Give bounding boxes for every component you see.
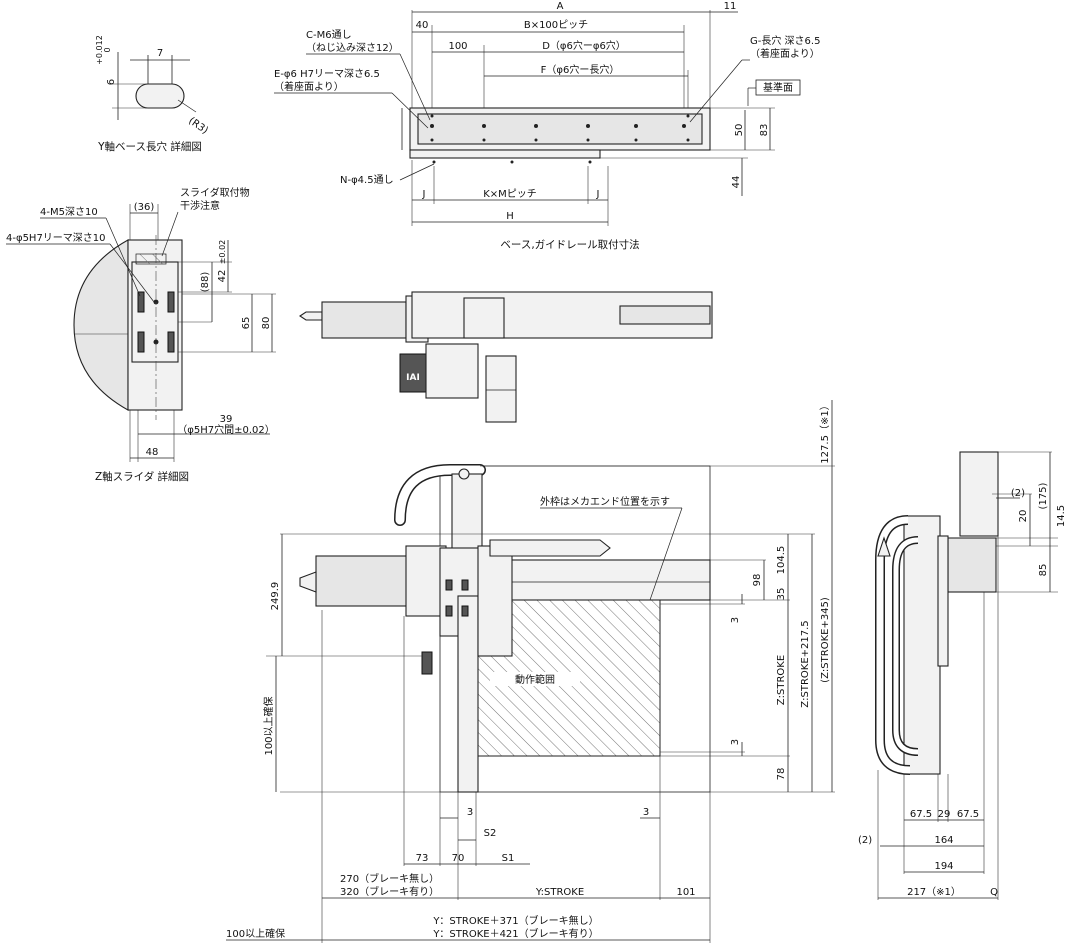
- dim-3-top: 3: [730, 617, 741, 623]
- dim-h: H: [506, 211, 514, 222]
- iai-logo: IAI: [406, 373, 420, 383]
- z-slider-title: Z軸スライダ 詳細図: [95, 470, 189, 483]
- base-rail-mount-view: A 40 11 B×100ピッチ 100 D（φ6穴ーφ6穴） F（φ6穴ー長穴…: [274, 1, 820, 251]
- dim-67-5-right: 67.5: [957, 809, 979, 820]
- dim-z-stroke: Z:STROKE: [776, 655, 787, 705]
- dim-65: 65: [241, 317, 252, 330]
- dim-85: 85: [1038, 564, 1049, 577]
- dim-70: 70: [452, 853, 465, 864]
- slot-length-label: 7: [157, 48, 163, 59]
- motion-range-label: 動作範囲: [515, 673, 555, 686]
- dim-z-stroke-345: (Z:STROKE+345): [820, 597, 831, 683]
- base-rail-title: ベース,ガイドレール取付寸法: [500, 238, 639, 251]
- dim-88: (88): [200, 272, 211, 293]
- note-g-seat: （着座面より）: [750, 47, 820, 60]
- dim-3-mid: 3: [730, 739, 741, 745]
- dim-s2: S2: [484, 828, 497, 839]
- note-pin: 4-φ5H7リーマ深さ10: [6, 232, 106, 244]
- ref-surface-box: [755, 79, 801, 96]
- dim-67-5-left: 67.5: [910, 809, 932, 820]
- dim-total-no-brake: Y：STROKE＋371（ブレーキ無し）: [432, 914, 598, 927]
- dim-d: D（φ6穴ーφ6穴）: [542, 39, 626, 52]
- note-n-through: N-φ4.5通し: [340, 174, 394, 186]
- dim-2-top: (2): [1011, 488, 1025, 499]
- slot-width-label: 6: [106, 79, 117, 85]
- dim-29: 29: [938, 809, 951, 820]
- note-e-pin: E-φ6 H7リーマ深さ6.5: [274, 68, 380, 80]
- dim-164: 164: [934, 835, 953, 846]
- dim-3-bottom-left: 3: [467, 807, 473, 818]
- dim-48: 48: [146, 447, 159, 458]
- dim-f: F（φ6穴ー長穴）: [541, 63, 620, 76]
- dim-b-pitch: B×100ピッチ: [524, 19, 588, 31]
- dim-83: 83: [759, 124, 770, 137]
- dim-s1: S1: [502, 853, 515, 864]
- dim-42: 42: [217, 270, 228, 283]
- slot-radius-label: (R3): [186, 115, 210, 136]
- dim-20: 20: [1018, 510, 1029, 523]
- dim-78: 78: [776, 768, 787, 781]
- dim-249-9: 249.9: [270, 582, 281, 611]
- note-interfere2: 干渉注意: [180, 199, 220, 212]
- dim-j-left: J: [422, 189, 426, 200]
- dim-175: (175): [1038, 482, 1049, 509]
- dim-320: 320（ブレーキ有り）: [340, 885, 439, 898]
- dim-35: 35: [776, 588, 787, 601]
- slot-tol-plus: +0.012: [95, 35, 104, 65]
- slot-detail-title: Y軸ベース長穴 詳細図: [97, 140, 202, 153]
- side-view: (2) 20 (175) 14.5 85 67.5 29 67.5 (2) 16…: [858, 451, 1067, 900]
- dim-217: 217（※1）: [907, 886, 961, 898]
- dim-total-brake: Y：STROKE＋421（ブレーキ有り）: [432, 927, 598, 940]
- dim-36: (36): [134, 202, 155, 213]
- note-m5: 4-M5深さ10: [40, 206, 98, 218]
- note-g-slot: G-長穴 深さ6.5: [750, 34, 820, 47]
- dim-y-stroke: Y:STROKE: [535, 887, 584, 898]
- front-view: 動作範囲 外枠はメカエンド位置を示す: [226, 400, 835, 943]
- dim-104-5: 104.5: [776, 546, 787, 575]
- dim-39: 39: [220, 414, 233, 425]
- note-interfere: スライダ取付物: [180, 186, 250, 199]
- note-c-depth: （ねじ込み深さ12）: [306, 42, 399, 54]
- dim-101: 101: [676, 887, 695, 898]
- z-slider-detail: (36) (88) 42 ±0.02 65 80 39 （φ5H7穴間±0.02…: [6, 186, 276, 483]
- dim-a: A: [557, 1, 564, 12]
- dim-100-clear-v: 100以上確保: [262, 696, 275, 755]
- dim-40: 40: [416, 20, 429, 31]
- dim-k-pitch: K×Mピッチ: [483, 188, 537, 200]
- note-e-seat: （着座面より）: [274, 80, 344, 93]
- dim-3-bottom-right: 3: [643, 807, 649, 818]
- dim-z-stroke-217-5: Z:STROKE+217.5: [800, 620, 811, 707]
- dim-50: 50: [734, 124, 745, 137]
- dim-98: 98: [752, 574, 763, 587]
- dim-127-5: 127.5（※1）: [819, 400, 831, 463]
- dim-14-5: 14.5: [1056, 505, 1067, 527]
- ref-surface-label: 基準面: [763, 81, 793, 94]
- note-outer-frame: 外枠はメカエンド位置を示す: [540, 495, 670, 508]
- dim-42-tol: ±0.02: [218, 240, 227, 265]
- dim-44: 44: [731, 176, 742, 189]
- dim-100: 100: [448, 41, 467, 52]
- dim-2-bottom: (2): [858, 835, 872, 846]
- dim-73: 73: [416, 853, 429, 864]
- note-c-m6: C-M6通し: [306, 29, 352, 41]
- dim-80: 80: [261, 317, 272, 330]
- slot-tol-zero: 0: [103, 47, 112, 52]
- dim-q: Q: [990, 887, 998, 898]
- dim-100-clear-h: 100以上確保: [226, 927, 285, 940]
- dim-194: 194: [934, 861, 953, 872]
- dim-11: 11: [724, 1, 737, 12]
- dim-39-note: （φ5H7穴間±0.02）: [177, 423, 275, 436]
- dim-270: 270（ブレーキ無し）: [340, 872, 439, 885]
- top-view: IAI: [299, 291, 713, 423]
- y-base-slot-detail: 6 +0.012 0 7 (R3) Y軸ベース長穴 詳細図: [95, 35, 210, 153]
- dim-j-right: J: [596, 189, 600, 200]
